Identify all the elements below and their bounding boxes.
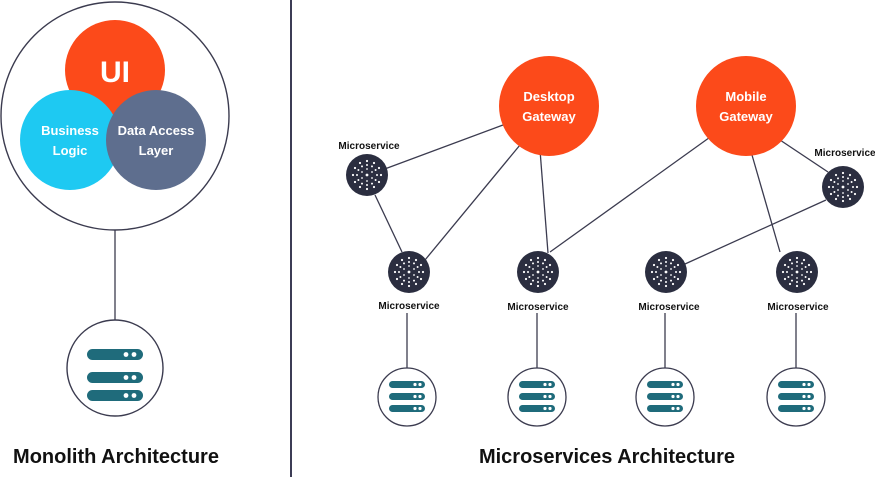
link-ms1-ms2 bbox=[374, 194, 403, 253]
server-stack-icon bbox=[647, 381, 683, 412]
desktop-gateway-label-line2: Gateway bbox=[522, 109, 576, 124]
desktop-gateway: Desktop Gateway bbox=[499, 56, 599, 156]
microservice-node: Microservice bbox=[507, 251, 569, 313]
link-mobile-ms5 bbox=[751, 154, 781, 253]
data-access-label-line1: Data Access bbox=[118, 123, 195, 138]
dotted-sphere-icon bbox=[776, 251, 818, 293]
data-access-circle bbox=[106, 90, 206, 190]
server-stack-icon bbox=[519, 381, 555, 412]
server-stack-icon bbox=[389, 381, 425, 412]
link-desktop-ms1 bbox=[381, 124, 504, 171]
link-desktop-ms2 bbox=[424, 144, 521, 261]
microservice-node: Microservice bbox=[638, 251, 700, 313]
business-logic-label-line2: Logic bbox=[53, 143, 88, 158]
data-access-label-line2: Layer bbox=[139, 143, 174, 158]
microservices-title: Microservices Architecture bbox=[479, 446, 735, 468]
microservice-node: Microservice bbox=[378, 251, 440, 312]
microservices-section: Desktop Gateway Mobile Gateway Microserv… bbox=[338, 56, 875, 468]
dotted-sphere-icon bbox=[822, 166, 864, 208]
link-mobile-ms6 bbox=[779, 139, 829, 173]
business-logic-label-line1: Business bbox=[41, 123, 99, 138]
monolith-database bbox=[66, 319, 164, 417]
microservice-label: Microservice bbox=[767, 302, 829, 313]
microservice-label: Microservice bbox=[378, 301, 440, 312]
microservice-label: Microservice bbox=[814, 148, 875, 159]
desktop-gateway-label-line1: Desktop bbox=[523, 89, 574, 104]
microservice-database bbox=[635, 367, 695, 427]
monolith-title: Monolith Architecture bbox=[13, 446, 219, 468]
microservice-database bbox=[377, 367, 437, 427]
microservice-node: Microservice bbox=[767, 251, 829, 313]
mobile-gateway-label-line1: Mobile bbox=[725, 89, 766, 104]
dotted-sphere-icon bbox=[346, 154, 388, 196]
connection-lines bbox=[374, 124, 829, 368]
microservice-node: Microservice bbox=[338, 141, 400, 196]
server-stack-icon bbox=[778, 381, 814, 412]
ui-label: UI bbox=[100, 56, 130, 89]
monolith-section: UI Business Logic Data Access Layer Mono… bbox=[0, 1, 230, 468]
microservice-database bbox=[766, 367, 826, 427]
link-mobile-ms3 bbox=[549, 134, 714, 253]
microservice-node: Microservice bbox=[814, 148, 875, 208]
mobile-gateway: Mobile Gateway bbox=[696, 56, 796, 156]
server-stack-icon bbox=[87, 349, 143, 401]
business-logic-circle bbox=[20, 90, 120, 190]
dotted-sphere-icon bbox=[645, 251, 687, 293]
dotted-sphere-icon bbox=[517, 251, 559, 293]
link-ms6-ms4 bbox=[684, 199, 827, 265]
mobile-gateway-label-line2: Gateway bbox=[719, 109, 773, 124]
microservice-database bbox=[507, 367, 567, 427]
link-desktop-ms3 bbox=[539, 149, 549, 254]
microservice-label: Microservice bbox=[338, 141, 400, 152]
microservice-label: Microservice bbox=[507, 302, 569, 313]
microservice-label: Microservice bbox=[638, 302, 700, 313]
dotted-sphere-icon bbox=[388, 251, 430, 293]
